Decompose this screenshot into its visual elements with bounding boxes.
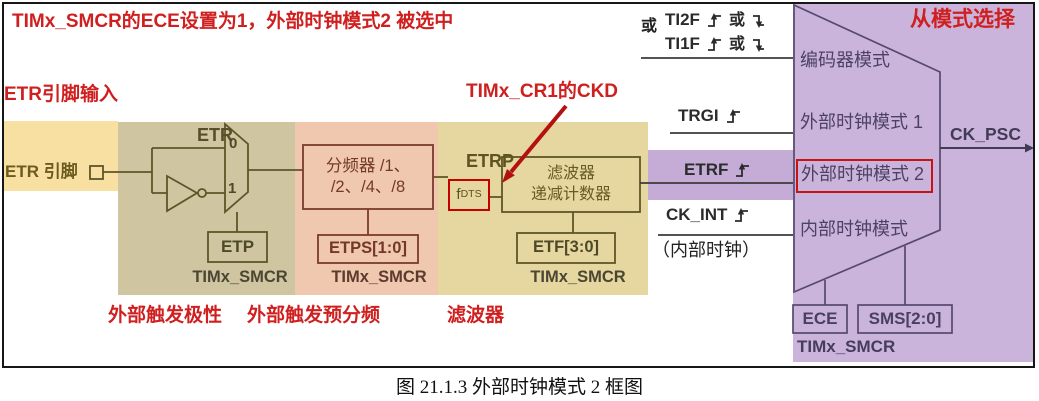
fdts-sub: DTS bbox=[460, 188, 482, 201]
trgi-row: TRGI bbox=[678, 106, 741, 126]
ckd-note: TIMx_CR1的CKD bbox=[466, 81, 619, 102]
ck-int-label: CK_INT bbox=[666, 205, 728, 224]
ti2f-row: TI2F 或 bbox=[665, 10, 767, 30]
rising-edge-icon bbox=[707, 36, 721, 51]
etrf-purple-band bbox=[648, 150, 793, 200]
etp-box: ETP bbox=[220, 237, 255, 257]
etf-box-outline bbox=[516, 232, 616, 264]
ti1f-label: TI1F bbox=[665, 34, 700, 53]
etrp-label: ETRP bbox=[466, 151, 515, 171]
mux-input-0-label: 0 bbox=[229, 135, 238, 152]
etr-input-wires bbox=[103, 147, 574, 233]
falling-edge-icon bbox=[752, 14, 764, 28]
ck-int-row: CK_INT bbox=[666, 205, 749, 225]
mode-external-clock-2: 外部时钟模式 2 bbox=[801, 164, 925, 184]
etr-pad-icon bbox=[89, 165, 104, 180]
filter-box: 滤波器 递减计数器 bbox=[502, 157, 640, 212]
filter-line2: 递减计数器 bbox=[530, 185, 611, 203]
fdts-base: f bbox=[456, 186, 461, 204]
divider-line1: 分频器 /1、 bbox=[325, 156, 411, 175]
rising-edge-icon bbox=[726, 108, 740, 123]
smcr-label-polarity: TIMx_SMCR bbox=[192, 268, 288, 286]
ece-box: ECE bbox=[802, 309, 838, 329]
prescaler-caption: 外部触发预分频 bbox=[247, 305, 381, 326]
etr-input-note: ETR引脚输入 bbox=[4, 84, 119, 105]
rising-edge-icon bbox=[736, 162, 750, 177]
signal-lines bbox=[640, 57, 793, 236]
inverter-icon bbox=[166, 174, 199, 213]
slave-selector-purple-block bbox=[793, 4, 1034, 362]
ti1f-row: TI1F 或 bbox=[665, 34, 767, 54]
slave-mux-shape bbox=[793, 3, 941, 294]
ti1f-or-label: 或 bbox=[728, 35, 745, 53]
trgi-label: TRGI bbox=[678, 106, 719, 125]
divider-box-outline bbox=[302, 144, 434, 210]
red-arrow-head-icon bbox=[502, 169, 515, 183]
divider-line2: /2、/4、/8 bbox=[330, 178, 406, 196]
ti2f-or-label: 或 bbox=[728, 11, 745, 29]
polarity-olive-block bbox=[118, 122, 295, 295]
or-label: 或 bbox=[641, 18, 658, 35]
etr-pin-label: ETR 引脚 bbox=[5, 162, 78, 181]
etps-box-outline bbox=[317, 234, 419, 264]
filter-tan-block bbox=[438, 122, 648, 295]
polarity-caption: 外部触发极性 bbox=[108, 305, 223, 326]
etps-box: ETPS[1:0] bbox=[329, 239, 407, 258]
etr-label: ETR bbox=[197, 125, 233, 145]
rising-edge-icon bbox=[735, 207, 749, 222]
ece-box-outline bbox=[792, 304, 848, 334]
falling-edge-icon bbox=[752, 38, 764, 52]
smcr-label-prescaler: TIMx_SMCR bbox=[331, 268, 427, 286]
mode-external-clock-1: 外部时钟模式 1 bbox=[800, 112, 924, 132]
filter-caption: 滤波器 bbox=[447, 305, 505, 326]
rising-edge-icon bbox=[707, 12, 721, 27]
ck-psc-label: CK_PSC bbox=[950, 124, 1021, 144]
figure-caption: 图 21.1.3 外部时钟模式 2 框图 bbox=[395, 377, 643, 398]
slave-mode-note: 从模式选择 bbox=[910, 8, 1015, 31]
inverter-bubble-icon bbox=[197, 188, 207, 198]
etrf-row: ETRF bbox=[684, 160, 750, 180]
mode-internal-clock: 内部时钟模式 bbox=[800, 219, 908, 239]
mode-encoder: 编码器模式 bbox=[800, 50, 890, 70]
ck-int-sub-label: （内部时钟） bbox=[652, 240, 760, 260]
ti2f-label: TI2F bbox=[665, 10, 700, 29]
etf-box: ETF[3:0] bbox=[533, 238, 599, 257]
filter-box-outline bbox=[501, 156, 641, 213]
red-arrow-icon bbox=[509, 104, 568, 174]
divider-box: 分频器 /1、 /2、/4、/8 bbox=[303, 145, 433, 209]
mux-input-1-label: 1 bbox=[228, 180, 237, 197]
sms-box: SMS[2:0] bbox=[868, 309, 942, 329]
smcr-label-filter: TIMx_SMCR bbox=[530, 268, 626, 286]
etrf-label: ETRF bbox=[684, 160, 729, 179]
ece-sms-connectors bbox=[824, 246, 906, 305]
sms-box-outline bbox=[857, 304, 953, 334]
filter-line1: 滤波器 bbox=[546, 165, 595, 183]
mode2-highlight-box bbox=[796, 159, 933, 193]
polarity-mux-shape bbox=[224, 122, 249, 214]
etp-box-outline bbox=[207, 231, 268, 263]
smcr-label-slave: TIMx_SMCR bbox=[797, 337, 896, 356]
top-note: TIMx_SMCR的ECE设置为1，外部时钟模式2 被选中 bbox=[12, 11, 454, 32]
arrow-right-head-icon bbox=[1025, 143, 1034, 153]
